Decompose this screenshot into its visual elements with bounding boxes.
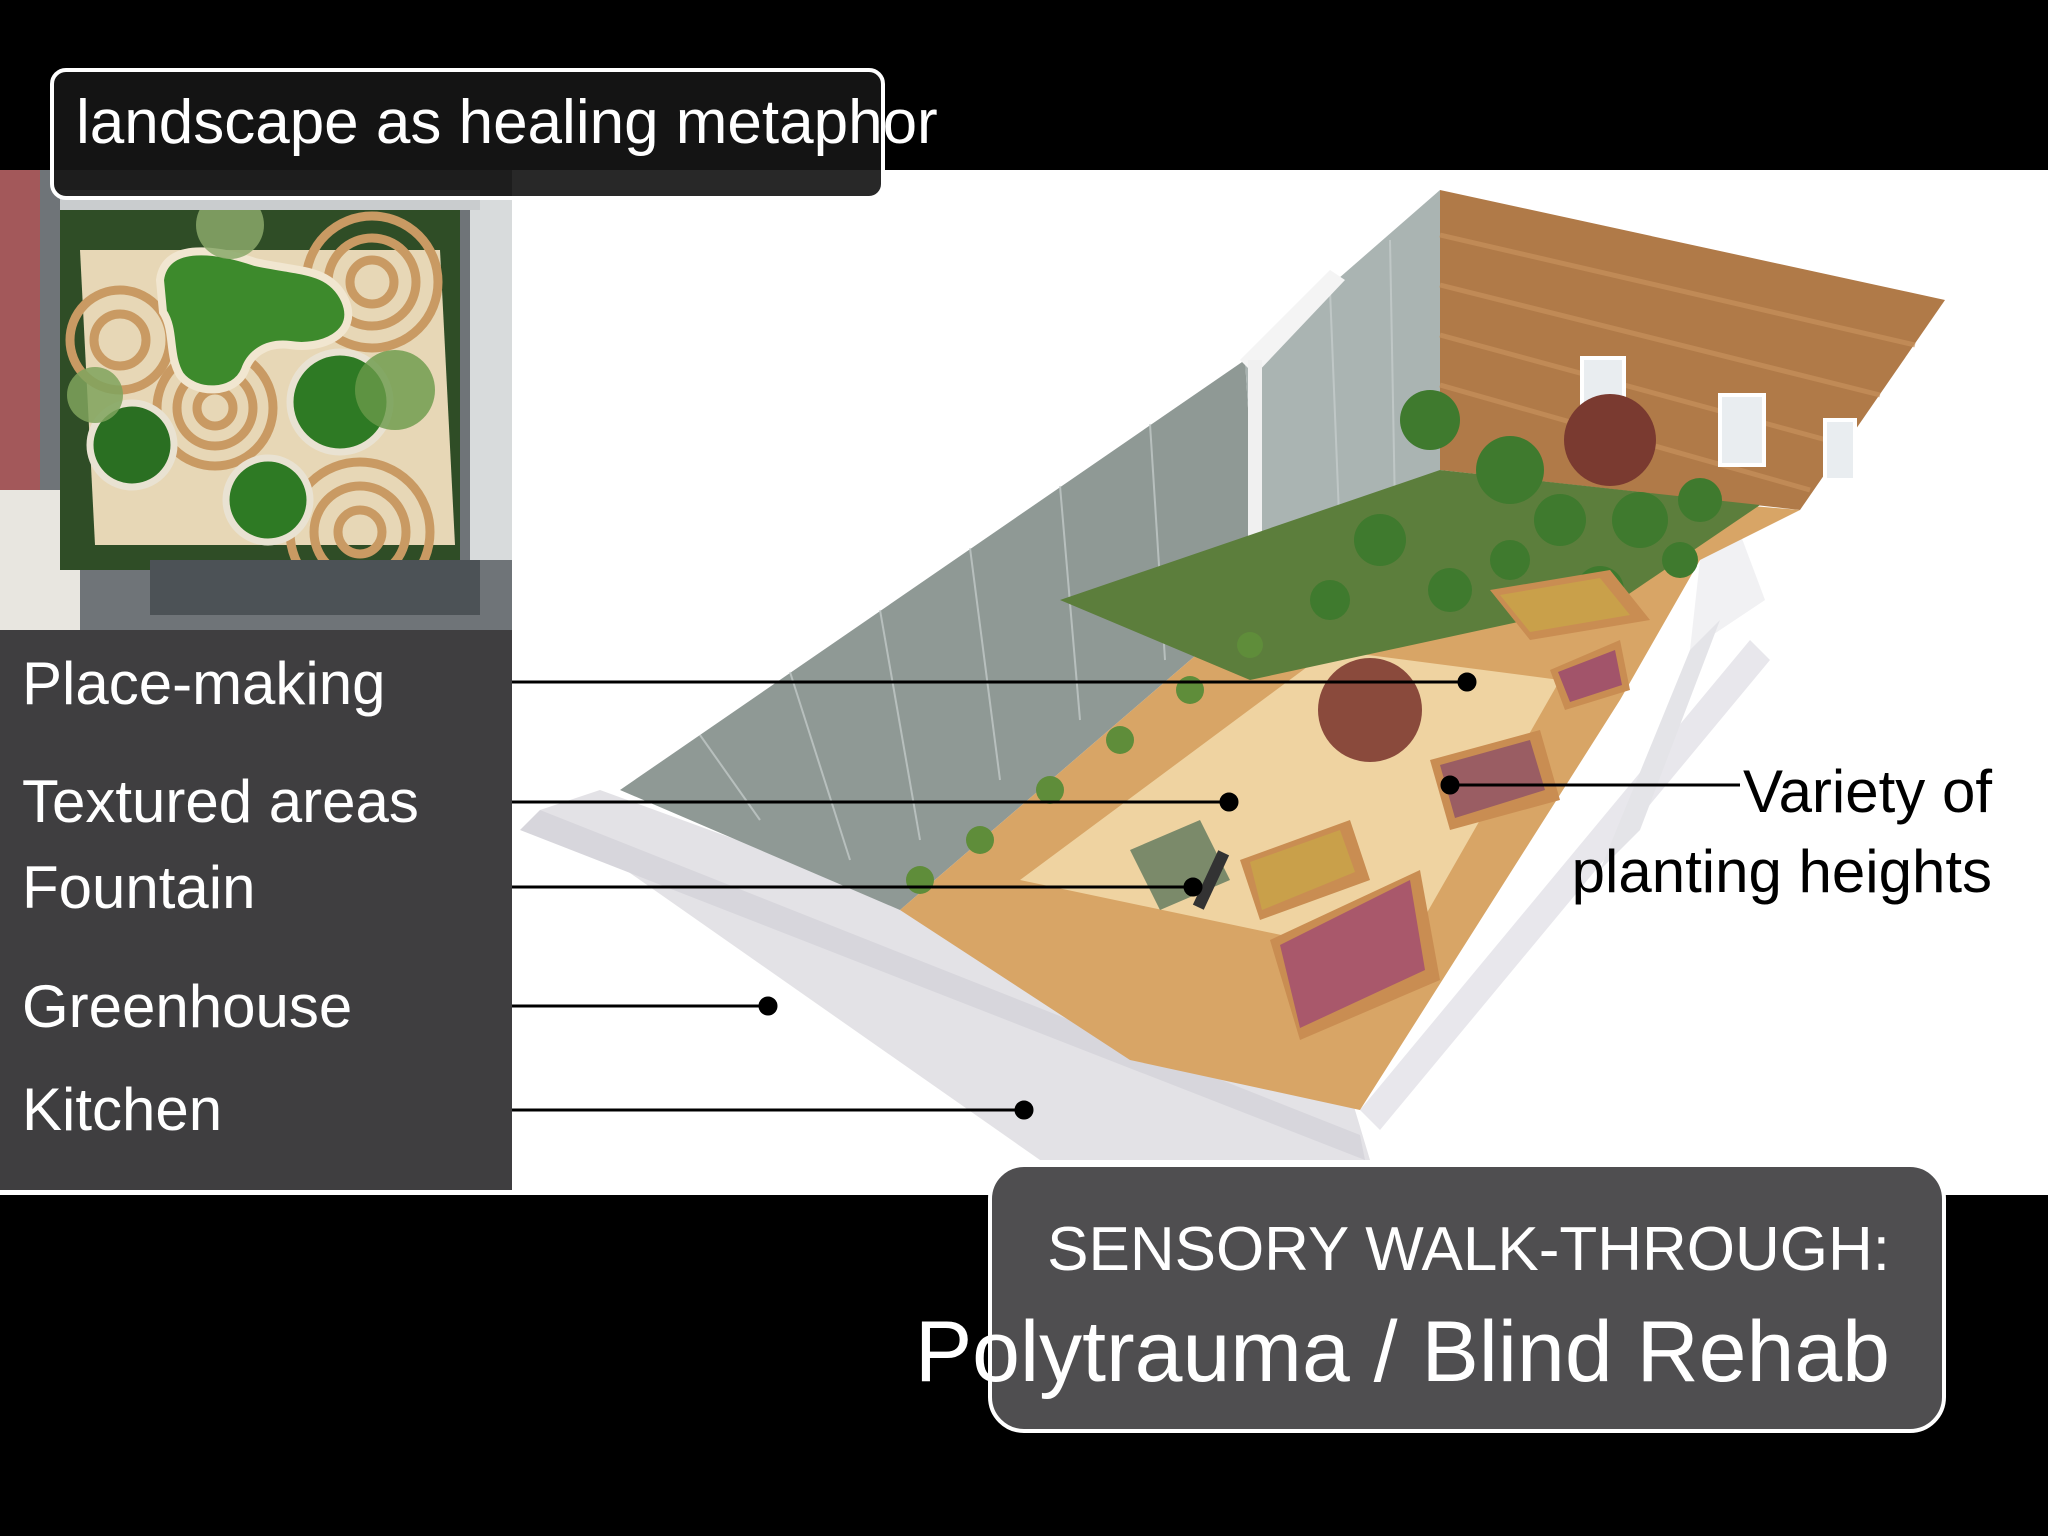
callout-lines bbox=[222, 672, 1740, 1120]
footer-subtitle: SENSORY WALK-THROUGH: bbox=[1047, 1215, 1890, 1284]
label-textured-areas: Textured areas bbox=[22, 768, 419, 835]
feature-label-panel bbox=[0, 630, 512, 1190]
title-box: landscape as healing metaphor bbox=[50, 68, 938, 200]
courtyard-aerial-image bbox=[0, 170, 512, 630]
slide-title: landscape as healing metaphor bbox=[76, 88, 938, 157]
label-kitchen: Kitchen bbox=[22, 1076, 223, 1143]
footer-main-title: Polytrauma / Blind Rehab bbox=[914, 1304, 1890, 1400]
label-planting-heights: Variety of planting heights bbox=[1572, 752, 1992, 912]
label-fountain: Fountain bbox=[22, 854, 256, 921]
label-planting-heights-line2: planting heights bbox=[1571, 838, 1992, 905]
label-planting-heights-line1: Variety of bbox=[1743, 758, 1992, 825]
footer-title-box: SENSORY WALK-THROUGH: Polytrauma / Blind… bbox=[915, 1163, 1946, 1433]
label-greenhouse: Greenhouse bbox=[22, 973, 353, 1040]
garden-perspective-image bbox=[520, 190, 1945, 1160]
label-place-making: Place-making bbox=[22, 650, 386, 717]
